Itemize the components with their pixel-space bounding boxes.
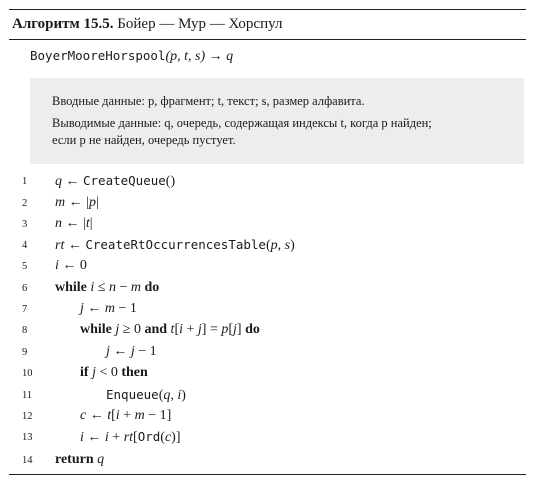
signature-arrow: → [208,49,223,64]
output-description-line2: если p не найден, очередь пустует. [52,133,236,147]
code-line: 14 return q [0,452,534,472]
line-number: 11 [22,390,33,401]
code-text: m ← |p| [55,195,99,210]
line-number: 5 [22,261,28,272]
code-line: 7 j ← m − 1 [0,301,534,321]
code-line: 4 rt ← CreateRtOccurrencesTable(p, s) [0,237,534,257]
line-number: 14 [22,455,33,466]
input-description: Вводные данные: p, фрагмент; t, текст; s… [52,94,365,108]
code-text: n ← |t| [55,216,93,231]
line-number: 10 [22,368,33,379]
code-text: c ← t[i + m − 1] [80,408,172,423]
output-description-line1: Выводимые данные: q, очередь, содержащая… [52,116,432,130]
code-text: while j ≥ 0 and t[i + j] = p[j] do [80,322,260,337]
code-line: 8 while j ≥ 0 and t[i + j] = p[j] do [0,322,534,342]
code-text: if j < 0 then [80,365,148,380]
code-line: 3 n ← |t| [0,216,534,236]
code-line: 10 if j < 0 then [0,365,534,385]
algorithm-label: Алгоритм 15.5. [12,16,114,32]
algorithm-name: Бойер — Мур — Хорспул [117,16,283,32]
code-line: 12 c ← t[i + m − 1] [0,408,534,428]
line-number: 1 [22,176,28,187]
code-line: 1 q ← CreateQueue() [0,173,534,193]
line-number: 9 [22,347,28,358]
top-rule [9,9,526,10]
code-line: 2 m ← |p| [0,195,534,215]
function-signature: BoyerMooreHorspool(p, t, s) → q [30,48,233,65]
code-line: 6 while i ≤ n − m do [0,280,534,300]
code-text: i ← i + rt[Ord(c)] [80,429,181,445]
code-text: j ← j − 1 [106,344,157,359]
line-number: 13 [22,432,33,443]
line-number: 12 [22,411,33,422]
code-line: 9 j ← j − 1 [0,344,534,364]
line-number: 4 [22,240,28,251]
code-text: j ← m − 1 [80,301,137,316]
function-name: BoyerMooreHorspool [30,48,166,63]
line-number: 3 [22,219,28,230]
code-line: 13 i ← i + rt[Ord(c)] [0,429,534,449]
code-text: Enqueue(q, i) [106,387,186,403]
signature-result: q [226,49,234,64]
bottom-rule [9,474,526,475]
line-number: 6 [22,283,28,294]
algorithm-title: Алгоритм 15.5. Бойер — Мур — Хорспул [12,16,282,33]
code-line: 5 i ← 0 [0,258,534,278]
line-number: 8 [22,325,28,336]
description-box: Вводные данные: p, фрагмент; t, текст; s… [30,78,524,164]
line-number: 7 [22,304,28,315]
code-text: return q [55,452,105,467]
code-text: rt ← CreateRtOccurrencesTable(p, s) [55,237,295,253]
code-line: 11 Enqueue(q, i) [0,387,534,407]
line-number: 2 [22,198,28,209]
code-text: while i ≤ n − m do [55,280,160,295]
title-rule [9,39,526,40]
code-text: q ← CreateQueue() [55,173,176,189]
code-text: i ← 0 [55,258,87,273]
function-params: (p, t, s) [165,49,206,64]
